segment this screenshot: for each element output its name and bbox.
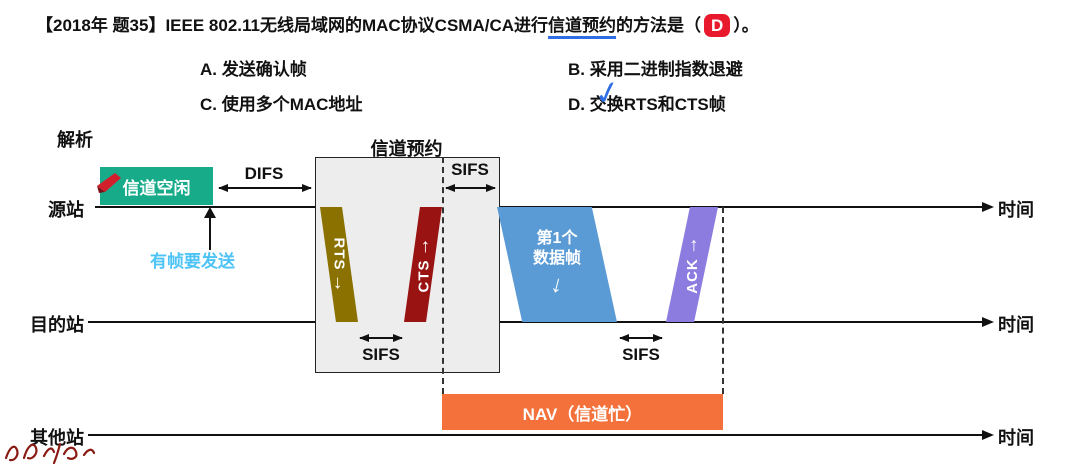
sifs-mid-label: SIFS — [362, 345, 400, 364]
data-frame-line1: 第1个 — [536, 230, 578, 247]
reservation-title: 信道预约 — [370, 139, 443, 159]
time-label-source: 时间 — [998, 200, 1034, 220]
data-frame-line2: 数据帧 — [532, 250, 581, 267]
time-label-other: 时间 — [998, 428, 1034, 448]
sifs-right-label: SIFS — [622, 345, 660, 364]
sifs-top-interval-arrow — [445, 184, 496, 192]
source-station-label: 源站 — [48, 200, 84, 220]
difs-interval-arrow — [218, 184, 312, 192]
cts-frame-content: CTS → — [412, 237, 434, 292]
channel-idle-box: 信道空闲 — [100, 167, 213, 205]
ack-label: ACK — [683, 257, 701, 294]
sifs-top-label: SIFS — [451, 160, 489, 179]
dest-station-label: 目的站 — [30, 315, 84, 335]
sifs-right-interval-arrow — [619, 334, 663, 342]
question-text: 【2018年 题35】IEEE 802.11无线局域网的MAC协议CSMA/CA… — [36, 11, 759, 37]
question-underlined-term: 信道预约 — [548, 16, 617, 35]
time-label-dest: 时间 — [998, 315, 1034, 335]
nav-start-dashed-line — [442, 157, 444, 394]
frame-to-send-arrow — [204, 207, 216, 250]
rts-label: RTS — [330, 237, 348, 270]
option-d: D. 交换RTS和CTS帧 ✓ — [568, 73, 726, 115]
nav-end-dashed-line — [722, 207, 724, 394]
analysis-label: 解析 — [57, 130, 93, 150]
dest-timeline — [88, 317, 994, 327]
question-suffix: ）。 — [733, 16, 759, 35]
answer-badge: D — [704, 14, 731, 37]
sifs-mid-interval-arrow — [359, 334, 403, 342]
handwriting-scribble — [4, 442, 96, 464]
pen-cursor-icon — [97, 173, 121, 193]
data-direction-arrow-icon: ↓ — [548, 269, 567, 300]
difs-label: DIFS — [244, 164, 284, 183]
option-c: C. 使用多个MAC地址 — [200, 95, 363, 114]
ack-frame-content: ACK → — [681, 236, 703, 294]
data-frame: 第1个 数据帧 ↓ — [497, 207, 617, 322]
option-b: B. 采用二进制指数退避 — [568, 60, 743, 79]
cts-label: CTS — [414, 259, 432, 292]
option-a: A. 发送确认帧 — [200, 60, 307, 79]
ack-direction-arrow-icon: → — [681, 235, 702, 255]
frame-to-send-note: 有帧要发送 — [150, 252, 235, 271]
other-timeline — [88, 430, 994, 440]
option-d-label: D. 交换RTS和CTS帧 — [568, 95, 726, 114]
nav-busy-box: NAV（信道忙） — [442, 394, 723, 430]
rts-frame-content: RTS → — [328, 237, 350, 292]
other-station-label: 其他站 — [30, 428, 84, 448]
question-middle: 的方法是（ — [616, 16, 702, 35]
question-prefix: 【2018年 题35】IEEE 802.11无线局域网的MAC协议CSMA/CA… — [36, 16, 549, 35]
ack-frame: ACK → — [666, 207, 718, 322]
